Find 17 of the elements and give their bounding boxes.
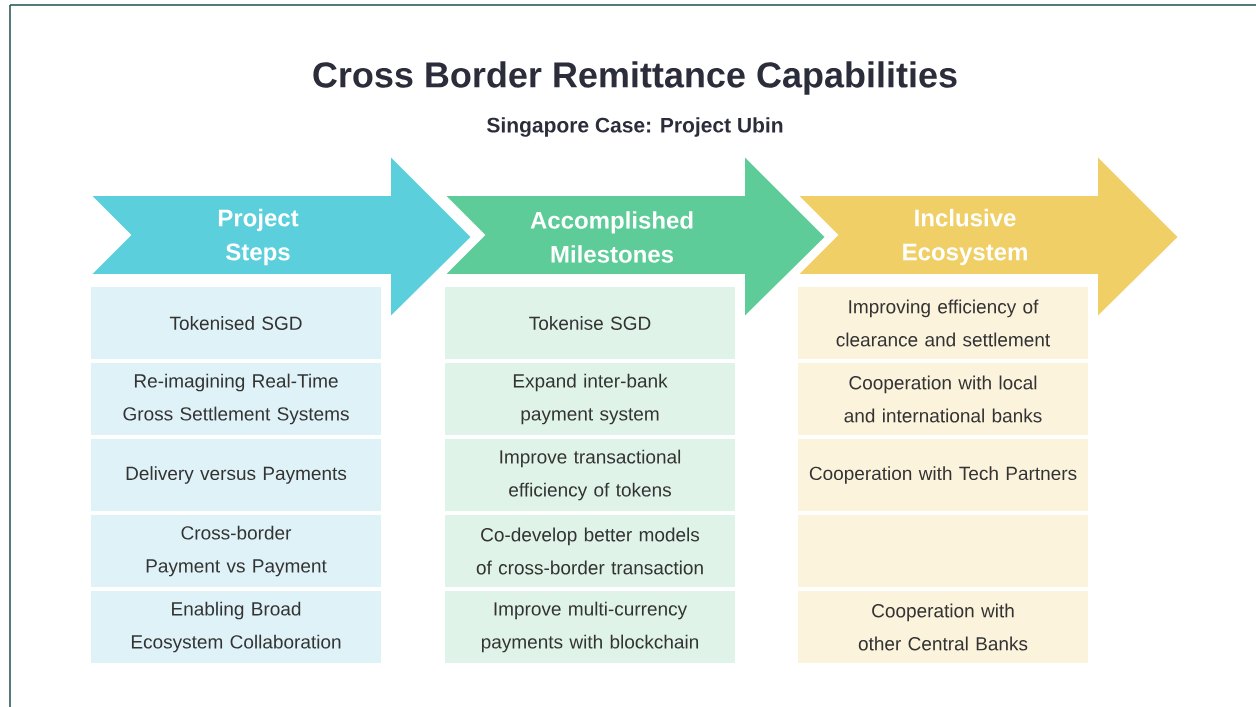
title: Cross Border Remittance Capabilities: [313, 61, 957, 95]
text-box: Tokenise SGD: [445, 287, 735, 359]
text-box: Co-develop better models of cross-border transaction: [445, 515, 735, 587]
text-box: Cooperation with other Central Banks: [798, 591, 1088, 663]
text-box: Enabling Broad Ecosystem Collaboration: [91, 591, 381, 663]
subtitle: Singapore Case: Project Ubin: [487, 117, 783, 137]
text-box: Improving efficiency of clearance and settlement: [798, 287, 1088, 359]
text-box: Tokenised SGD: [91, 287, 381, 359]
text-box: Cooperation with local and international banks: [798, 363, 1088, 435]
text-box: Delivery versus Payments: [91, 439, 381, 511]
text-box: Re-imagining Real-Time Gross Settlement Systems: [91, 363, 381, 435]
text-box: Cross-border Payment vs Payment: [91, 515, 381, 587]
text-box: Improve multi-currency payments with blockchain: [445, 591, 735, 663]
empty-box: [798, 515, 1088, 587]
text-box: Expand inter-bank payment system: [445, 363, 735, 435]
text-box: Improve transactional efficiency of tokens: [445, 439, 735, 511]
text-box: Cooperation with Tech Partners: [798, 439, 1088, 511]
